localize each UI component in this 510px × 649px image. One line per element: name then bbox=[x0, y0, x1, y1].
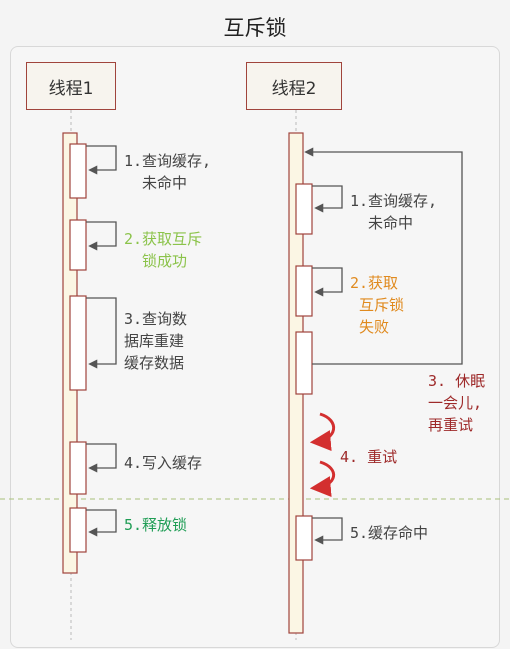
thread1-note-5: 5.释放锁 bbox=[124, 516, 188, 534]
thread2-note-5: 5.缓存命中 bbox=[350, 524, 429, 542]
thread2-note-4: 4. 重试 bbox=[340, 448, 398, 466]
retry-icon-2 bbox=[309, 460, 335, 498]
thread2-note-1: 1.查询缓存, 未命中 bbox=[350, 192, 438, 232]
thread2-retry-loop-arrow bbox=[304, 147, 463, 365]
thread1-activation-1 bbox=[69, 143, 87, 199]
thread1-arrow-5 bbox=[86, 509, 117, 537]
thread1-note-4: 4.写入缓存 bbox=[124, 454, 203, 472]
thread1-activation-4 bbox=[69, 441, 87, 495]
thread1-arrow-1 bbox=[86, 145, 117, 175]
thread1-activation-3 bbox=[69, 295, 87, 391]
thread2-arrow-5 bbox=[312, 517, 343, 545]
thread2-activation-3 bbox=[295, 331, 313, 395]
thread2-note-3: 3. 休眠 一会儿, 再重试 bbox=[428, 372, 486, 434]
thread1-arrow-2 bbox=[86, 221, 117, 251]
diagram-title: 互斥锁 bbox=[223, 16, 287, 40]
actor-thread2: 线程2 bbox=[246, 62, 342, 110]
thread1-arrow-4 bbox=[86, 443, 117, 473]
thread1-activation-5 bbox=[69, 507, 87, 553]
thread1-note-2: 2.获取互斥 锁成功 bbox=[124, 230, 203, 270]
thread2-activation-5 bbox=[295, 515, 313, 561]
retry-icon-1 bbox=[309, 412, 336, 452]
thread2-arrow-1 bbox=[312, 185, 343, 213]
thread1-activation-2 bbox=[69, 219, 87, 271]
thread2-activation-1 bbox=[295, 183, 313, 235]
thread2-note-2: 2.获取 互斥锁 失败 bbox=[350, 274, 405, 336]
thread1-note-3: 3.查询数 据库重建 缓存数据 bbox=[124, 310, 188, 372]
thread1-arrow-3 bbox=[86, 297, 117, 369]
thread2-arrow-2 bbox=[312, 267, 343, 297]
thread2-activation-2 bbox=[295, 265, 313, 317]
thread1-note-1: 1.查询缓存, 未命中 bbox=[124, 152, 212, 192]
actor-thread1: 线程1 bbox=[26, 62, 116, 110]
